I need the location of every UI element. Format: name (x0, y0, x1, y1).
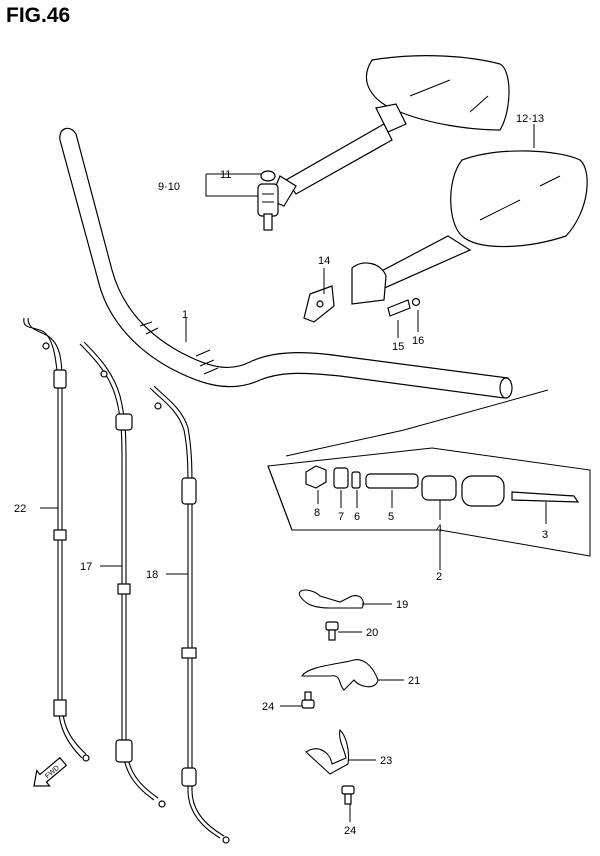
end-weight-parts[interactable] (305, 465, 580, 507)
part-24-bolt-head-a (301, 699, 315, 709)
leader-lines (40, 124, 547, 822)
part-6-washer (351, 471, 361, 489)
part-4-weight (421, 475, 457, 501)
callouts: 1 2 3 4 5 6 7 8 9·10 11 12·13 14 15 16 1… (14, 113, 548, 837)
callout-11: 11 (220, 169, 231, 181)
callout-3: 3 (542, 529, 548, 541)
part-8-nut (305, 465, 327, 489)
callout-4: 4 (436, 523, 442, 535)
callout-20: 20 (366, 627, 378, 639)
cable-18[interactable] (149, 385, 230, 844)
callout-23: 23 (380, 755, 392, 767)
callout-7: 7 (338, 511, 344, 523)
part-24-bolt-shank-b (344, 793, 352, 805)
part-24-bolt-head-b (341, 785, 355, 795)
callout-15: 15 (392, 341, 404, 353)
callout-2: 2 (436, 571, 442, 583)
callout-5: 5 (388, 511, 394, 523)
cable-17[interactable] (79, 341, 166, 808)
part-3-end (461, 475, 505, 507)
part-7-spacer (333, 467, 349, 489)
callout-14: 14 (318, 255, 330, 267)
callout-19: 19 (396, 599, 408, 611)
callout-6: 6 (354, 511, 360, 523)
clamps-and-bolts[interactable] (298, 589, 379, 805)
part-19-clamp (298, 589, 364, 609)
part-20-bolt-head (325, 621, 339, 631)
part-24-bolt-shank-a (304, 691, 312, 701)
callout-1: 1 (182, 309, 188, 321)
part-23-clamp (305, 728, 350, 775)
callout-12-13: 12·13 (516, 113, 544, 125)
part-21-clamp (301, 659, 379, 691)
callout-18: 18 (146, 569, 158, 581)
part-5-rubber (365, 473, 419, 489)
fwd-arrow-icon: FWD (33, 756, 68, 787)
cable-22[interactable] (23, 317, 90, 762)
right-mirror[interactable] (303, 150, 588, 323)
part-20-bolt-shank (328, 629, 336, 641)
callout-24-lower: 24 (344, 825, 356, 837)
callout-16: 16 (412, 335, 424, 347)
callout-17: 17 (80, 561, 92, 573)
callout-9-10: 9·10 (158, 181, 180, 193)
callout-22: 22 (14, 503, 26, 515)
callout-21: 21 (408, 675, 420, 687)
handlebar[interactable] (59, 127, 513, 399)
callout-8: 8 (314, 507, 320, 519)
figure-title: FIG.46 (6, 4, 71, 27)
callout-24-upper: 24 (262, 701, 274, 713)
part-3-bolt (511, 491, 580, 503)
end-weight-box (267, 389, 591, 557)
left-mirror[interactable] (257, 55, 510, 231)
